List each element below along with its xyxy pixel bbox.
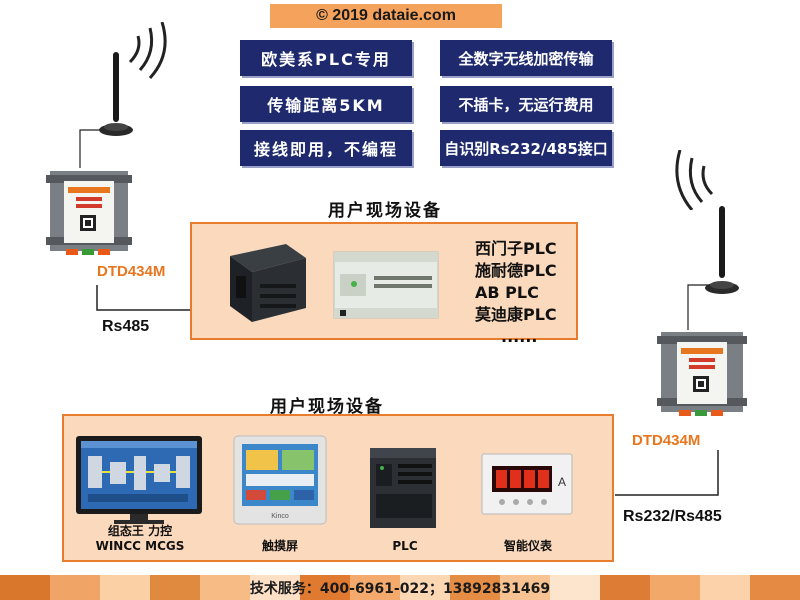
plc-label: PLC bbox=[392, 539, 418, 553]
plc-brand-item: 莫迪康PLC bbox=[475, 305, 557, 324]
plc-brand-item: ...... bbox=[501, 327, 538, 346]
plc-module-icon bbox=[370, 448, 436, 528]
bottom-section-title: 用户现场设备 bbox=[270, 397, 384, 417]
wireless-signal-icon bbox=[675, 150, 714, 210]
feature-plc-only: 欧美系PLC专用 bbox=[240, 40, 412, 76]
scada-monitor-icon bbox=[76, 436, 202, 524]
hmi-label: 触摸屏 bbox=[261, 539, 298, 553]
top-section-title: 用户现场设备 bbox=[328, 201, 442, 221]
antenna-icon bbox=[99, 52, 133, 136]
hmi-touchscreen-icon: Kinco bbox=[233, 435, 327, 525]
scada-label-line2: WINCC MCGS bbox=[95, 539, 185, 553]
meter-unit-label: A bbox=[558, 475, 566, 489]
antenna-icon bbox=[705, 206, 739, 294]
meter-label: 智能仪表 bbox=[503, 539, 552, 553]
hmi-brand-label: Kinco bbox=[271, 513, 289, 520]
left-module-model: DTD434M bbox=[97, 263, 166, 280]
copyright-banner: © 2019 dataie.com bbox=[270, 4, 502, 28]
smart-meter-icon: A bbox=[481, 453, 573, 515]
scada-label: 组态王 力控 WINCC MCGS bbox=[76, 524, 204, 554]
scada-label-line1: 组态王 力控 bbox=[107, 524, 173, 538]
right-module-model: DTD434M bbox=[632, 432, 701, 449]
left-bus-label: Rs485 bbox=[102, 318, 150, 335]
feature-distance: 传输距离5KM bbox=[240, 86, 412, 122]
feature-encrypted: 全数字无线加密传输 bbox=[440, 40, 612, 76]
plc-brand-item: 施耐德PLC bbox=[475, 261, 557, 280]
plc-brand-item: 西门子PLC bbox=[475, 239, 557, 258]
footer-contact: 技术服务：400-6961-022；13892831469 bbox=[249, 580, 551, 597]
dtd434m-module-left bbox=[46, 171, 132, 255]
wireless-signal-icon bbox=[128, 22, 167, 80]
siemens-plc-icon bbox=[230, 244, 306, 322]
feature-plug-play: 接线即用，不编程 bbox=[240, 130, 412, 166]
plc-brand-item: AB PLC bbox=[475, 283, 539, 302]
right-bus-label: Rs232/Rs485 bbox=[623, 508, 722, 525]
schneider-plc-icon bbox=[333, 251, 439, 319]
footer-decorative-bar bbox=[0, 575, 800, 600]
plc-brand-list: 西门子PLC 施耐德PLC AB PLC 莫迪康PLC ...... bbox=[475, 238, 557, 348]
feature-no-card: 不插卡，无运行费用 bbox=[440, 86, 612, 122]
feature-auto-interface: 自识别Rs232/485接口 bbox=[440, 130, 612, 166]
dtd434m-module-right bbox=[657, 332, 747, 416]
